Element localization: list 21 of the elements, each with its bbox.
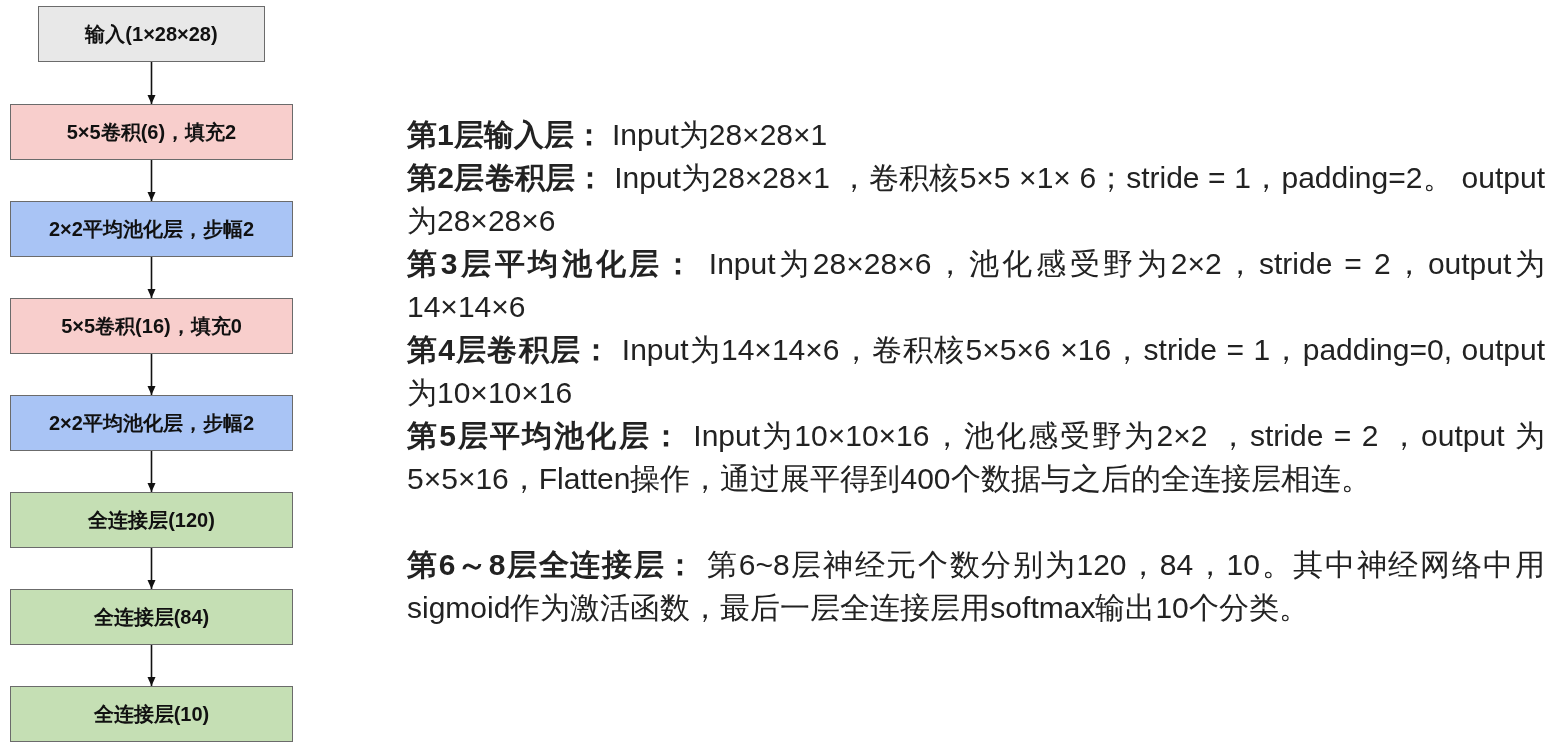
description-paragraph: 第2层卷积层： Input为28×28×1 ，卷积核5×5 ×1× 6；stride = 1，padding=2。 output为28×28×6 bbox=[407, 160, 1545, 239]
arrow bbox=[147, 547, 156, 590]
layer-box: 5×5卷积(16)，填充0 bbox=[10, 298, 293, 354]
arrow bbox=[147, 644, 156, 687]
description-paragraph: 第4层卷积层： Input为14×14×6，卷积核5×5×6 ×16，stride = 1，padding=0, output为10×10×16 bbox=[407, 332, 1545, 411]
description-paragraph: 第5层平均池化层： Input为10×10×16，池化感受野为2×2 ，stride = 2 ，output 为5×5×16，Flatten操作，通过展平得到400个数据与之后的全连接层相连。 bbox=[407, 418, 1545, 497]
layer-box: 2×2平均池化层，步幅2 bbox=[10, 201, 293, 257]
layer-box: 全连接层(10) bbox=[10, 686, 293, 742]
arrow bbox=[147, 353, 156, 396]
layer-box: 5×5卷积(6)，填充2 bbox=[10, 104, 293, 160]
arrow bbox=[147, 256, 156, 299]
description-paragraph: 第3层平均池化层： Input为28×28×6，池化感受野为2×2，stride = 2，output为14×14×6 bbox=[407, 246, 1545, 325]
layer-box: 全连接层(84) bbox=[10, 589, 293, 645]
description-paragraph: 第6～8层全连接层： 第6~8层神经元个数分别为120，84，10。其中神经网络中用sigmoid作为激活函数，最后一层全连接层用softmax输出10个分类。 bbox=[407, 547, 1545, 626]
arrow bbox=[147, 61, 156, 105]
layer-box: 2×2平均池化层，步幅2 bbox=[10, 395, 293, 451]
layer-box: 输入(1×28×28) bbox=[38, 6, 265, 62]
arrow bbox=[147, 450, 156, 493]
arrow bbox=[147, 159, 156, 202]
layer-box: 全连接层(120) bbox=[10, 492, 293, 548]
description-paragraph: 第1层输入层： Input为28×28×1 bbox=[407, 117, 829, 153]
